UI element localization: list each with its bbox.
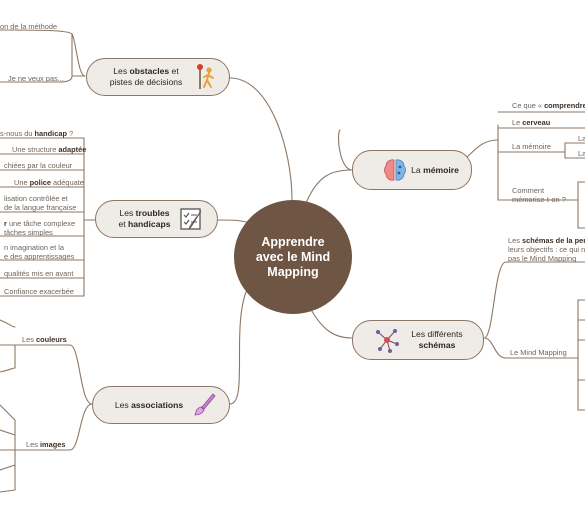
leaf-qualites[interactable]: qualités mis en avant [4,269,74,278]
branch-obstacles-pre: Les [113,66,130,76]
brain-icon [384,159,406,181]
leaf-handicap-bold: handicap [34,129,67,138]
branch-troubles-pre: Les [119,208,136,218]
leaf-francaise-1: lisation contrôlée et [4,194,68,203]
central-topic-line-3: Mapping [267,264,319,279]
branch-schemas-line1: Les différents [411,329,463,339]
central-topic-line-1: Apprendre [261,234,325,249]
leaf-couleurs-bold: couleurs [35,335,67,344]
leaf-structure-pre: Une structure [12,145,59,154]
leaf-la-2[interactable]: La [578,149,585,158]
leaf-memorise-2: mémorise-t-on ? [512,195,566,204]
leaf-comprendre[interactable]: Ce que « comprendre » [512,101,585,110]
leaf-handicap-post: ? [66,129,74,138]
leaf-comprendre-pre: Ce que « [512,101,545,110]
leaf-cerveau-bold: cerveau [522,118,551,127]
branch-troubles-line2a: et [118,219,129,229]
network-icon [376,329,399,353]
branch-troubles-bold: troubles [135,208,170,218]
branch-memoire[interactable]: La mémoire [352,150,472,190]
leaf-methode[interactable]: on de la méthode [0,22,58,31]
leaf-je-ne-veux-pas[interactable]: Je ne veux pas... [8,74,64,83]
leaf-structure-bold: adaptée [58,145,87,154]
leaf-cerveau[interactable]: Le cerveau [512,118,550,127]
leaf-structure[interactable]: Une structure adaptée [12,145,86,154]
leaf-images-bold: images [39,440,66,449]
leaf-police-bold: police [29,178,51,187]
branch-schemas[interactable]: Les différents schémas [352,320,484,360]
leaf-tache-2: tâches simples [4,228,53,237]
branch-troubles-line2b: handicaps [128,219,171,229]
leaf-la-1[interactable]: La [578,134,585,143]
branch-obstacles-bold: obstacles [129,66,170,76]
central-topic[interactable]: Apprendre avec le Mind Mapping [234,200,352,314]
branch-memoire-bold: mémoire [423,164,459,175]
branch-schemas-bold: schémas [418,340,456,350]
leaf-handicap-pre: s-nous du [0,129,35,138]
checklist-icon [180,208,202,230]
leaf-tache-1: une tâche complexe [6,219,76,228]
leaf-handicap[interactable]: s-nous du handicap ? [0,129,73,138]
paintbrush-icon [194,393,216,416]
leaf-couleur[interactable]: chiées par la couleur [4,161,73,170]
leaf-schemas-pensee[interactable]: Les schémas de la penséleurs objectifs :… [508,236,585,263]
leaf-confiance[interactable]: Confiance exacerbée [4,287,74,296]
branch-obstacles-line2: pistes de décisions [109,77,183,87]
central-topic-line-2: avec le Mind [255,249,331,264]
leaf-imagination-2: e des apprentissages [4,252,75,261]
branch-associations-bold: associations [131,399,184,410]
leaf-la-memoire[interactable]: La mémoire [512,142,552,151]
branch-memoire-pre: La [411,164,424,175]
leaf-memorise-1: Comment [512,186,545,195]
leaf-comprendre-bold: comprendre [544,101,585,110]
leaf-pas-mind-mapping: pas le Mind Mapping [508,254,577,263]
leaf-images[interactable]: Les images [26,440,65,449]
leaf-couleurs-pre: Les [22,335,36,344]
leaf-pensee-pre: Les [508,236,522,245]
leaf-francaise-2: de la langue française [4,203,77,212]
branch-associations[interactable]: Les associations [92,386,230,424]
leaf-couleurs[interactable]: Les couleurs [22,335,67,344]
leaf-pensee-bold: schémas de la pensé [521,236,585,245]
leaf-police-post: adéquate [50,178,84,187]
branch-obstacles-post: et [169,66,179,76]
leaf-tache-bold: r [4,219,7,228]
leaf-images-pre: Les [26,440,40,449]
branch-associations-pre: Les [114,399,132,410]
leaf-police[interactable]: Une police adéquate [14,178,84,187]
branch-obstacles[interactable]: Les obstacles et pistes de décisions [86,58,230,96]
leaf-imagination-1: n imagination et la [4,243,64,252]
leaf-le-mind-mapping[interactable]: Le Mind Mapping [510,348,567,357]
branch-troubles[interactable]: Les troubles et handicaps [95,200,218,238]
leaf-cerveau-pre: Le [512,118,523,127]
hiker-icon [197,64,214,89]
leaf-objectifs: leurs objectifs : ce qui n [508,245,585,254]
leaf-police-pre: Une [14,178,30,187]
